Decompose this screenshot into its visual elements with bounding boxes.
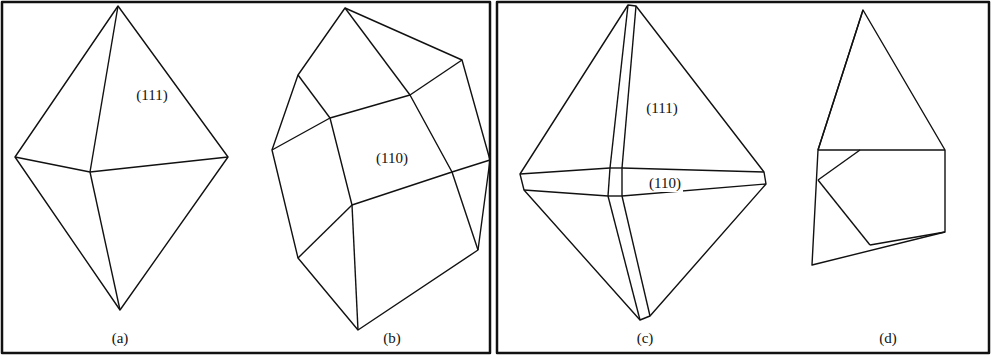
face-index-label: (111) <box>644 100 679 117</box>
figure-caption: (a) <box>110 330 131 347</box>
figure-caption: (b) <box>381 330 403 347</box>
panel-frame <box>2 2 490 353</box>
face-index-label: (110) <box>647 175 683 192</box>
face-index-label: (111) <box>134 87 169 104</box>
crystal-fragment <box>812 10 945 265</box>
rhombic-dodecahedron <box>272 8 490 330</box>
truncated-octahedron <box>520 5 766 320</box>
figure-caption: (c) <box>635 330 656 347</box>
figure-caption: (d) <box>877 330 899 347</box>
face-index-label: (110) <box>374 150 410 167</box>
panel-frame <box>497 2 989 353</box>
octahedron <box>15 6 228 310</box>
